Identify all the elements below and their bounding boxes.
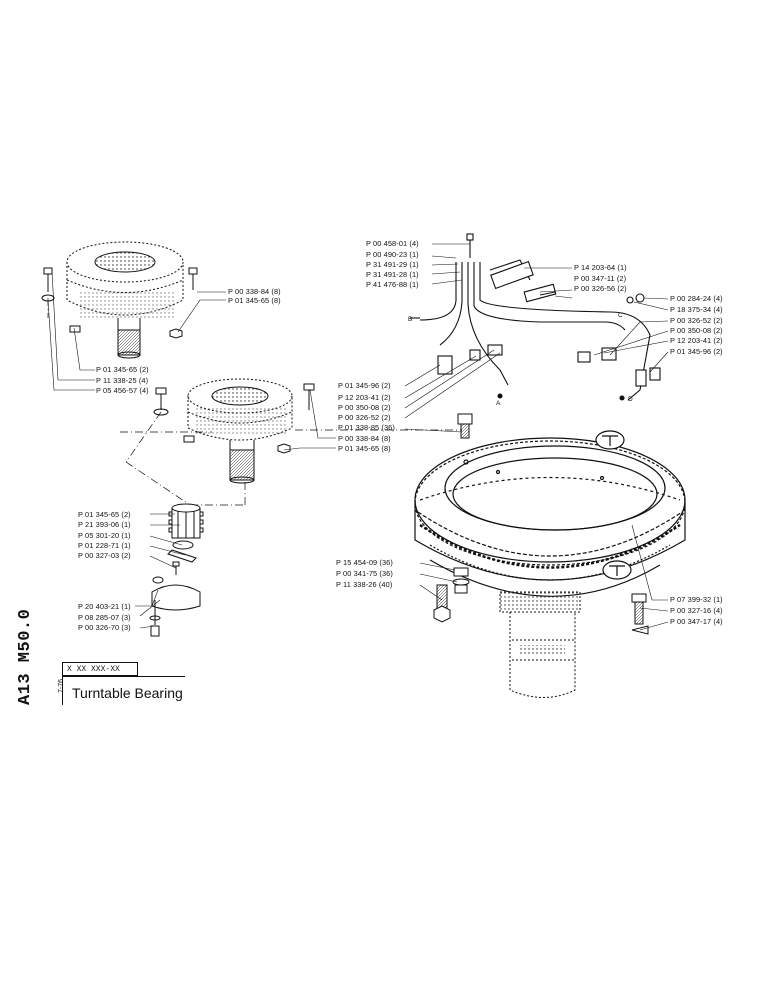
callout-label: P 01 345-65 (8)	[228, 296, 281, 305]
marker-b: B	[408, 316, 413, 323]
callout-label: P 11 338-25 (4)	[96, 376, 149, 385]
callout-label: P 01 345-65 (2)	[78, 510, 131, 519]
callout-label: P 00 458-01 (4)	[366, 239, 419, 248]
callout-label: P 01 345-65 (8)	[338, 444, 391, 453]
bearing-bolts-bottom	[433, 567, 470, 623]
callout-label: P 00 326-52 (2)	[338, 413, 391, 422]
callout-label: P 21 393-06 (1)	[78, 520, 131, 529]
marker-c: C	[618, 312, 623, 319]
callout-label: P 00 284-24 (4)	[670, 294, 723, 303]
callout-label: P 00 338-84 (8)	[338, 434, 391, 443]
callout-label: P 05 301-20 (1)	[78, 531, 131, 540]
callout-label: P 15 454-09 (36)	[336, 558, 393, 567]
callout-label: P 12 203-41 (2)	[670, 336, 723, 345]
callout-label: P 20 403-21 (1)	[78, 602, 131, 611]
callout-label: P 00 350-08 (2)	[338, 403, 391, 412]
callout-label: P 00 347-17 (4)	[670, 617, 723, 626]
center-lines	[47, 298, 462, 506]
callout-label: P 31 491-29 (1)	[366, 260, 419, 269]
callout-label: P 01 345-96 (2)	[338, 381, 391, 390]
marker-d: D	[628, 396, 633, 403]
callout-label: P 00 327-16 (4)	[670, 606, 723, 615]
callout-label: P 00 326-56 (2)	[574, 284, 627, 293]
swing-motor	[499, 591, 581, 698]
callout-label: P 01 345-65 (2)	[96, 365, 149, 374]
callout-label: P 05 456-57 (4)	[96, 386, 149, 395]
callout-label: P 00 338-84 (8)	[228, 287, 281, 296]
callout-label: P 07 399-32 (1)	[670, 595, 723, 604]
callout-label: P 01 228-71 (1)	[78, 541, 131, 550]
callout-label: P 00 327-03 (2)	[78, 551, 131, 560]
upper-bolts	[41, 267, 198, 339]
callout-label: P 00 490-23 (1)	[366, 250, 419, 259]
callout-label: P 31 491-28 (1)	[366, 270, 419, 279]
callout-label: P 00 341-75 (36)	[336, 569, 393, 578]
pinion-gear	[167, 503, 204, 575]
middle-bolts	[153, 383, 315, 454]
callout-label: P 41 476-88 (1)	[366, 280, 419, 289]
callout-label: P 12 203-41 (2)	[338, 393, 391, 402]
callout-label: P 11 338-26 (40)	[336, 580, 393, 589]
title-frame	[62, 676, 185, 705]
title-code: X XX XXX-XX	[62, 662, 138, 676]
callout-label: P 00 347-11 (2)	[574, 274, 627, 283]
callout-label: P 00 350-08 (2)	[670, 326, 723, 335]
leader-lines	[47, 243, 669, 631]
callout-label: P 01 345-96 (2)	[670, 347, 723, 356]
callout-label: P 14 203-64 (1)	[574, 263, 627, 272]
bearing-bolt-top	[457, 413, 473, 439]
callout-label: P 00 326-52 (2)	[670, 316, 723, 325]
middle-motor	[187, 378, 293, 484]
bracket	[149, 576, 201, 637]
callout-label: P 00 326-70 (3)	[78, 623, 131, 632]
upper-motor	[66, 241, 184, 359]
callout-label: P 08 285-07 (3)	[78, 613, 131, 622]
right-bolts	[631, 593, 649, 635]
document-code: A13 M50.0	[16, 608, 35, 705]
marker-a: A	[496, 400, 501, 407]
turntable-bearing	[414, 430, 686, 597]
page-title: Turntable Bearing	[72, 685, 183, 701]
callout-label: P 01 338-85 (36)	[338, 423, 395, 432]
callout-label: P 18 375-34 (4)	[670, 305, 723, 314]
